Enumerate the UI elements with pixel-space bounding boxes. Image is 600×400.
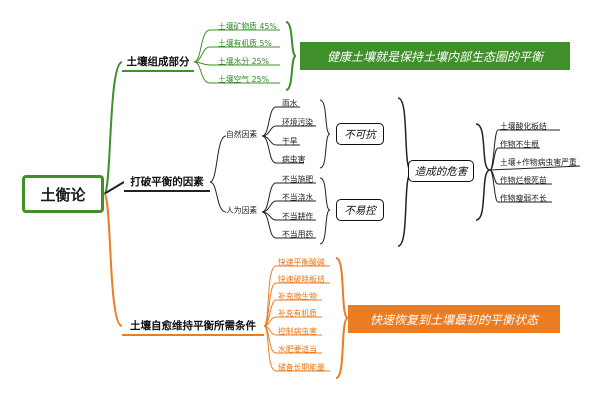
leaf-organic: 土壤有机质 5% (218, 39, 272, 48)
connector-branch2 (103, 181, 125, 195)
tag-irresistible: 不可抗 (336, 123, 384, 145)
leaf-pest-control: 控制病虫害 (278, 327, 317, 336)
leaf-tillage: 不当耕作 (282, 212, 314, 221)
branch-self-healing-conditions: 土壤自愈维持平衡所需条件 (122, 316, 264, 336)
leaf-break-compaction: 快速破除板结 (278, 275, 325, 284)
root-node: 土衡论 (22, 175, 104, 213)
leaf-air: 土壤空气 25% (218, 75, 269, 84)
brace-branch3 (335, 257, 349, 379)
harm-stunted: 作物瘦弱不长 (500, 194, 547, 203)
connector-branch3 (103, 193, 123, 327)
leaf-mineral: 土壤矿物质 45% (218, 22, 277, 31)
leaf-organic-matter: 补充有机质 (278, 309, 317, 318)
tag-hard-to-control: 不易控 (336, 199, 384, 221)
leaf-rain: 雨水 (282, 99, 298, 108)
leaf-long-term-energy: 储备长期能量 (278, 363, 325, 372)
leaf-watering: 不当浇水 (282, 193, 314, 202)
connector-branch1 (103, 61, 123, 195)
branch-imbalance-factors: 打破平衡的因素 (124, 172, 210, 192)
leaf-pesticide: 不当用药 (282, 230, 314, 239)
harm-rotting: 作物烂根死苗 (500, 176, 547, 185)
leaf-pollution: 环境污染 (282, 118, 314, 127)
label-human-factors: 人为因素 (226, 206, 258, 215)
brace-branch1 (285, 21, 297, 91)
leaf-balance-ph: 快速平衡酸碱 (278, 258, 325, 267)
leaf-pests: 病虫害 (282, 155, 306, 164)
leaf-water-fertilizer: 水肥要适当 (278, 345, 317, 354)
branch-soil-composition: 土壤组成部分 (122, 52, 194, 72)
callout-healthy-soil: 健康土壤就是保持土壤内部生态圈的平衡 (300, 42, 570, 70)
harm-pests: 土壤+作物病虫害严重 (500, 158, 577, 167)
leaf-drought: 干旱 (282, 137, 298, 146)
label-natural-factors: 自然因素 (226, 130, 258, 139)
harm-acidification: 土壤酸化板结 (500, 122, 547, 131)
tag-harm-caused: 造成的危害 (408, 160, 474, 182)
callout-restore-balance: 快速恢复到土壤最初的平衡状态 (348, 305, 560, 333)
leaf-fertilizing: 不当施肥 (282, 175, 314, 184)
leaf-water: 土壤水分 25% (218, 57, 269, 66)
harm-no-roots: 作物不生根 (500, 140, 539, 149)
leaf-microbes: 补充微生物 (278, 292, 317, 301)
